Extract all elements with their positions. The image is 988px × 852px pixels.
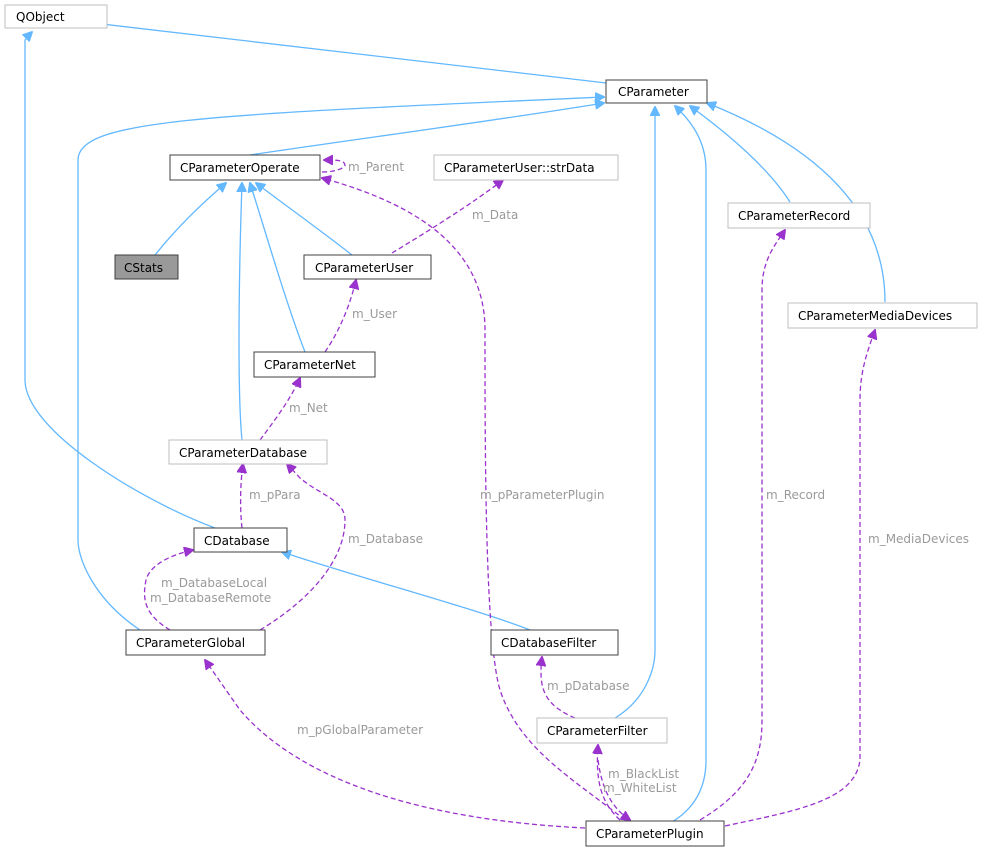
edge-cdatabase-to-global [143, 550, 193, 631]
svg-text:CParameter: CParameter [618, 85, 689, 99]
svg-text:CParameterDatabase: CParameterDatabase [179, 446, 307, 460]
label-m-pglobal-parameter: m_pGlobalParameter [297, 723, 423, 737]
edge-operate-to-cparameter [249, 103, 604, 156]
label-m-white-list: m_WhiteList [603, 781, 677, 795]
label-m-media-devices: m_MediaDevices [868, 532, 969, 546]
edge-database-to-global [259, 464, 346, 631]
svg-text:CParameterRecord: CParameterRecord [738, 209, 850, 223]
label-m-database-local: m_DatabaseLocal [161, 576, 267, 590]
edge-plugin-to-record [699, 230, 785, 821]
edge-filter-to-cparameter [614, 107, 655, 719]
svg-text:CParameterFilter: CParameterFilter [547, 724, 648, 738]
label-m-database-remote: m_DatabaseRemote [150, 591, 271, 605]
label-m-pparameter-plugin: m_pParameterPlugin [480, 488, 604, 502]
node-cdatabase-filter[interactable]: CDatabaseFilter [490, 629, 619, 656]
edge-strdata-to-user [391, 180, 503, 254]
node-cparameter-operate[interactable]: CParameterOperate [169, 154, 321, 181]
node-cparameter-global[interactable]: CParameterGlobal [125, 629, 266, 656]
edge-labels: m_Parent m_Data m_User m_Net m_pPara m_D… [150, 160, 969, 795]
edge-plugin-to-operate [322, 178, 626, 821]
node-cparameter-database[interactable]: CParameterDatabase [168, 439, 328, 465]
label-m-record: m_Record [766, 488, 825, 502]
edge-operate-self-parent [321, 160, 346, 173]
svg-text:CDatabase: CDatabase [204, 534, 270, 548]
label-m-user: m_User [352, 307, 397, 321]
svg-text:CParameterPlugin: CParameterPlugin [596, 827, 704, 841]
svg-text:CParameterNet: CParameterNet [264, 358, 356, 372]
node-cparameter-record[interactable]: CParameterRecord [727, 202, 871, 229]
label-m-pdatabase: m_pDatabase [547, 679, 630, 693]
edge-mediadevices-to-cparameter [707, 103, 886, 303]
node-qobject[interactable]: QObject [4, 4, 108, 29]
edge-plugin-to-global [205, 660, 586, 829]
edge-database-to-operate [239, 183, 242, 441]
label-m-ppara: m_pPara [249, 488, 301, 502]
label-m-database: m_Database [348, 532, 423, 546]
node-cstats[interactable]: CStats [114, 254, 179, 280]
edge-global-to-cparameter [77, 97, 604, 631]
edge-plugin-to-cparameter [671, 106, 707, 823]
svg-text:QObject: QObject [16, 10, 65, 24]
svg-text:CParameterOperate: CParameterOperate [180, 161, 300, 175]
svg-text:CStats: CStats [124, 261, 163, 275]
svg-text:CParameterUser::strData: CParameterUser::strData [444, 161, 595, 175]
edge-net-to-database [259, 378, 300, 441]
label-m-black-list: m_BlackList [608, 767, 679, 781]
node-cparameter-user-strdata[interactable]: CParameterUser::strData [433, 154, 619, 181]
nodes: QObject CParameter CParameterOperate CPa… [4, 4, 978, 847]
svg-text:CParameterGlobal: CParameterGlobal [136, 636, 245, 650]
usage-edges [143, 160, 875, 829]
edge-user-to-operate [256, 183, 353, 256]
label-m-net: m_Net [289, 401, 328, 415]
edge-database-to-cdatabase [241, 464, 243, 529]
edge-cparameter-to-qobject [85, 22, 607, 84]
label-m-parent: m_Parent [348, 160, 404, 174]
node-cparameter-media-devices[interactable]: CParameterMediaDevices [787, 302, 978, 329]
edge-filter-to-dbfilter [541, 657, 576, 719]
svg-text:CParameterMediaDevices: CParameterMediaDevices [798, 309, 952, 323]
node-cparameter-user[interactable]: CParameterUser [303, 254, 432, 280]
edge-cstats-to-operate [154, 183, 226, 256]
edge-record-to-cparameter [690, 106, 791, 203]
edge-plugin-to-mediadevices [724, 330, 875, 827]
svg-text:CParameterUser: CParameterUser [315, 261, 413, 275]
node-cparameter-plugin[interactable]: CParameterPlugin [585, 820, 725, 847]
node-cparameter[interactable]: CParameter [605, 79, 708, 104]
edge-cdatabase-to-qobject [25, 32, 216, 529]
edge-net-to-operate [250, 183, 306, 353]
node-cparameter-filter[interactable]: CParameterFilter [536, 717, 668, 744]
svg-text:CDatabaseFilter: CDatabaseFilter [501, 636, 596, 650]
node-cparameter-net[interactable]: CParameterNet [253, 351, 376, 378]
label-m-data: m_Data [472, 208, 518, 222]
edge-plugin-to-filter [597, 745, 621, 821]
inheritance-edges [25, 22, 886, 823]
node-cdatabase[interactable]: CDatabase [193, 527, 288, 553]
edge-dbfilter-to-cdatabase [282, 552, 531, 631]
edge-plugin-to-filter-second [597, 759, 630, 820]
